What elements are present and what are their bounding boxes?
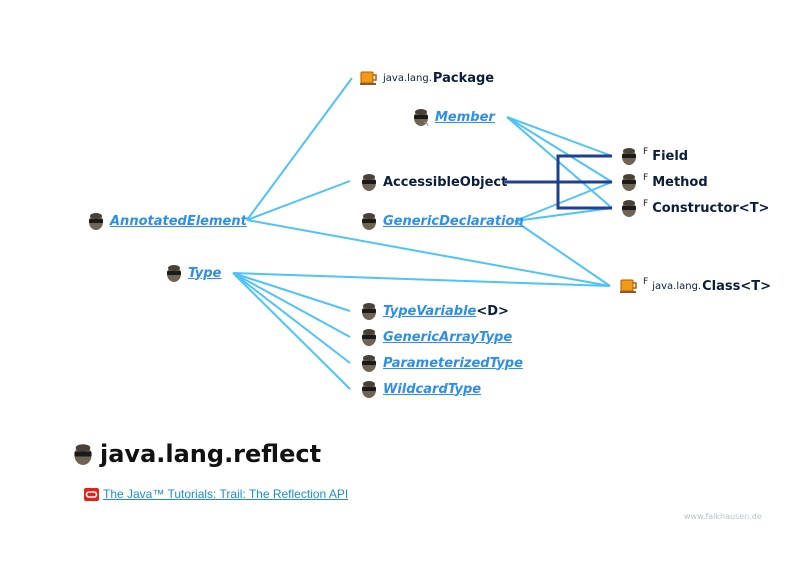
field-name: Field	[652, 148, 689, 164]
node-class[interactable]: F java.lang. Class <T>	[620, 276, 771, 296]
type-name: Type	[188, 265, 222, 281]
node-generic-declaration[interactable]: GenericDeclaration	[360, 211, 524, 231]
node-accessible-object[interactable]: AccessibleObject	[360, 172, 507, 192]
agent-icon	[622, 174, 636, 191]
node-field[interactable]: F Field	[620, 146, 688, 166]
method-modifier: F	[643, 173, 649, 183]
agent-icon	[89, 213, 103, 230]
edge-member-method	[506, 116, 613, 183]
tutorial-link[interactable]: The Java™ Tutorials: Trail: The Reflecti…	[103, 487, 349, 501]
class-modifier: F	[643, 277, 649, 287]
agent-icon	[74, 444, 92, 465]
node-package[interactable]: java.lang. Package	[360, 68, 494, 88]
constructor-name: Constructor	[652, 200, 739, 216]
wildcard-type-name: WildcardType	[383, 381, 482, 397]
edge-genericdecl-method	[514, 181, 613, 222]
node-method[interactable]: F Method	[620, 172, 708, 192]
accessible-object-name: AccessibleObject	[383, 174, 508, 190]
agent-icon	[414, 109, 429, 126]
field-modifier: F	[643, 147, 649, 157]
edge-annotated-class	[246, 219, 611, 287]
node-type[interactable]: Type	[165, 263, 221, 283]
agent-icon	[362, 381, 376, 398]
agent-icon	[622, 148, 636, 165]
edge-type-parameterized	[232, 272, 351, 364]
generic-declaration-name: GenericDeclaration	[383, 213, 524, 229]
package-name: Package	[432, 70, 495, 86]
oracle-logo-icon	[84, 487, 99, 501]
type-variable-name: TypeVariable	[383, 303, 477, 319]
node-wildcard-type[interactable]: WildcardType	[360, 379, 481, 399]
agent-icon	[362, 329, 376, 346]
parameterized-type-name: ParameterizedType	[383, 355, 523, 371]
edge-type-typevariable	[232, 272, 351, 312]
node-member[interactable]: Member	[412, 107, 495, 127]
node-generic-array-type[interactable]: GenericArrayType	[360, 327, 512, 347]
edge-annotated-package	[246, 77, 353, 221]
node-annotated-element[interactable]: AnnotatedElement	[87, 211, 247, 231]
node-parameterized-type[interactable]: ParameterizedType	[360, 353, 523, 373]
edge-genericdecl-constructor	[514, 207, 613, 222]
method-name: Method	[652, 174, 708, 190]
constructor-generic: <T>	[738, 200, 770, 216]
edge-annotated-accessible	[246, 180, 351, 221]
generic-array-type-name: GenericArrayType	[383, 329, 513, 345]
coffee-cup-icon	[360, 71, 377, 85]
page-title: java.lang.reflect	[72, 440, 321, 468]
agent-icon	[167, 265, 181, 282]
edge-accessible-constructor	[505, 180, 612, 210]
coffee-cup-icon	[620, 279, 637, 293]
agent-icon	[362, 174, 376, 191]
annotated-element-name: AnnotatedElement	[110, 213, 247, 229]
node-constructor[interactable]: F Constructor <T>	[620, 198, 769, 218]
package-prefix: java.lang.	[383, 72, 432, 84]
type-variable-generic: <D>	[476, 303, 509, 319]
member-name: Member	[435, 109, 495, 125]
edge-member-field	[506, 116, 613, 157]
footer-credit: www.falkhausen.de	[684, 512, 762, 521]
edge-type-class	[232, 272, 611, 287]
page-title-text: java.lang.reflect	[100, 440, 322, 468]
class-name: Class	[702, 278, 741, 294]
edge-type-genericarray	[232, 272, 351, 338]
agent-icon	[362, 213, 376, 230]
agent-icon	[362, 303, 376, 320]
class-prefix: java.lang.	[652, 280, 702, 292]
class-generic: <T>	[740, 278, 771, 294]
edge-genericdecl-class	[514, 220, 611, 287]
tutorial-link-row: The Java™ Tutorials: Trail: The Reflecti…	[84, 487, 348, 501]
edge-type-wildcard	[232, 272, 351, 390]
node-type-variable[interactable]: TypeVariable <D>	[360, 301, 509, 321]
edge-accessible-field	[505, 154, 612, 184]
agent-icon	[622, 200, 636, 217]
agent-icon	[362, 355, 376, 372]
constructor-modifier: F	[643, 199, 649, 209]
